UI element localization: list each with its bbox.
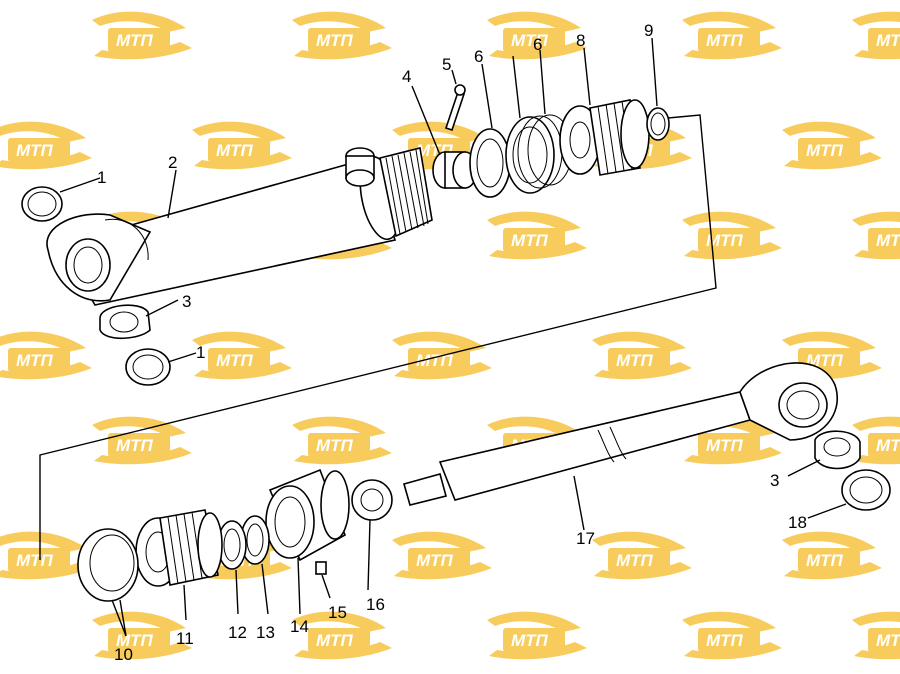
mtp-watermark-text: МТП	[511, 31, 549, 50]
mtp-watermark-text: МТП	[876, 31, 900, 50]
mtp-watermark-logo: МТП	[292, 11, 392, 60]
mtp-watermark-logo: МТП	[782, 121, 882, 170]
mtp-watermark-text: МТП	[616, 351, 654, 370]
mtp-watermark-logo: МТП	[192, 121, 292, 170]
snap-ring-18	[841, 469, 891, 511]
callout-2: 2	[168, 153, 177, 172]
callout-14: 14	[290, 617, 309, 636]
callout-labels: 1 2 3 1 4 5 6 6 8 9 3 18 17 16 15 14 13 …	[97, 21, 807, 664]
mtp-watermark-text: МТП	[316, 631, 354, 650]
callout-10: 10	[114, 645, 133, 664]
callout-1-upper: 1	[97, 168, 106, 187]
cylinder-head-14	[265, 468, 350, 562]
mtp-watermark-text: МТП	[806, 551, 844, 570]
mtp-watermark-logo: МТП	[852, 11, 900, 60]
gland-8	[559, 99, 650, 176]
mtp-watermark-logo: МТП	[682, 416, 782, 465]
callout-17: 17	[576, 529, 595, 548]
mtp-watermark-logo: МТП	[487, 211, 587, 260]
mtp-watermark-logo: МТП	[682, 11, 782, 60]
mtp-watermark-text: МТП	[116, 31, 154, 50]
mtp-watermark-text: МТП	[116, 436, 154, 455]
mtp-watermark-logo: МТП	[292, 611, 392, 660]
mtp-watermark-text: МТП	[706, 231, 744, 250]
callout-18: 18	[788, 513, 807, 532]
mtp-watermark-text: МТП	[876, 436, 900, 455]
callout-6: 6	[474, 47, 483, 66]
mtp-watermark-text: МТП	[876, 231, 900, 250]
mtp-watermark-text: МТП	[316, 31, 354, 50]
callout-12: 12	[228, 623, 247, 642]
mtp-watermark-text: МТП	[616, 551, 654, 570]
mtp-watermark-logo: МТП	[392, 531, 492, 580]
wiper-16	[351, 479, 393, 521]
piston-nut-4	[432, 151, 478, 189]
o-ring-9	[646, 107, 670, 141]
mtp-watermark-logo: МТП	[292, 416, 392, 465]
callout-5: 5	[442, 55, 451, 74]
mtp-watermark-text: МТП	[706, 31, 744, 50]
callout-6-second: 6	[533, 35, 542, 54]
mtp-watermark-logo: МТП	[92, 11, 192, 60]
mtp-watermark-logo: МТП	[852, 416, 900, 465]
bushing-3-lower	[814, 430, 861, 470]
piston-ring-set-6	[505, 114, 573, 194]
callout-4: 4	[402, 67, 411, 86]
mtp-watermark-logo: МТП	[782, 331, 882, 380]
gland-11	[135, 509, 223, 587]
piston-6	[469, 128, 511, 198]
set-screw-15	[315, 561, 327, 575]
mtp-watermark-logo: МТП	[682, 611, 782, 660]
callout-11: 11	[176, 629, 194, 648]
mtp-watermark-text: МТП	[316, 436, 354, 455]
callout-3-lower: 3	[770, 471, 779, 490]
mtp-watermark-logo: МТП	[0, 121, 92, 170]
mtp-watermark-text: МТП	[16, 141, 54, 160]
callout-13: 13	[256, 623, 275, 642]
callout-16: 16	[366, 595, 385, 614]
cotter-pin-5	[444, 84, 466, 132]
callout-15: 15	[328, 603, 347, 622]
mtp-watermark-logo: МТП	[92, 416, 192, 465]
leader-lines	[59, 37, 847, 637]
piston-rod-17	[403, 362, 838, 506]
mtp-watermark-logo: МТП	[592, 331, 692, 380]
bushing-3-upper	[99, 304, 151, 340]
snap-ring-1-lower	[125, 348, 171, 386]
mtp-watermark-logo: МТП	[192, 331, 292, 380]
mtp-watermark-logo: МТП	[682, 211, 782, 260]
cylinder-barrel	[46, 147, 433, 306]
o-ring-10	[77, 528, 139, 602]
mtp-watermark-text: МТП	[511, 231, 549, 250]
mtp-watermark-text: МТП	[16, 551, 54, 570]
mtp-watermark-text: МТП	[16, 351, 54, 370]
callout-9: 9	[644, 21, 653, 40]
mtp-watermark-text: МТП	[511, 631, 549, 650]
mtp-watermark-logo: МТП	[592, 531, 692, 580]
mtp-watermark-logo: МТП	[487, 611, 587, 660]
mtp-watermark-logo: МТП	[852, 611, 900, 660]
mtp-watermark-logo: МТП	[782, 531, 882, 580]
mtp-watermark-logo: МТП	[0, 331, 92, 380]
mtp-watermark-text: МТП	[806, 141, 844, 160]
mtp-watermark-logo: МТП	[0, 531, 92, 580]
mtp-watermark-text: МТП	[706, 436, 744, 455]
mtp-watermark-text: МТП	[216, 141, 254, 160]
snap-ring-1-upper	[21, 186, 63, 222]
mtp-watermark-text: МТП	[876, 631, 900, 650]
mtp-watermark-text: МТП	[416, 551, 454, 570]
mtp-watermark-text: МТП	[706, 631, 744, 650]
mtp-watermark-text: МТП	[806, 351, 844, 370]
mtp-watermark-logo: МТП	[487, 11, 587, 60]
mtp-watermark-logo: МТП	[852, 211, 900, 260]
callout-8: 8	[576, 31, 585, 50]
mtp-watermark-text: МТП	[216, 351, 254, 370]
callout-3-upper: 3	[182, 292, 191, 311]
assembly-bracket-line	[39, 114, 717, 560]
callout-1-lower: 1	[196, 343, 205, 362]
